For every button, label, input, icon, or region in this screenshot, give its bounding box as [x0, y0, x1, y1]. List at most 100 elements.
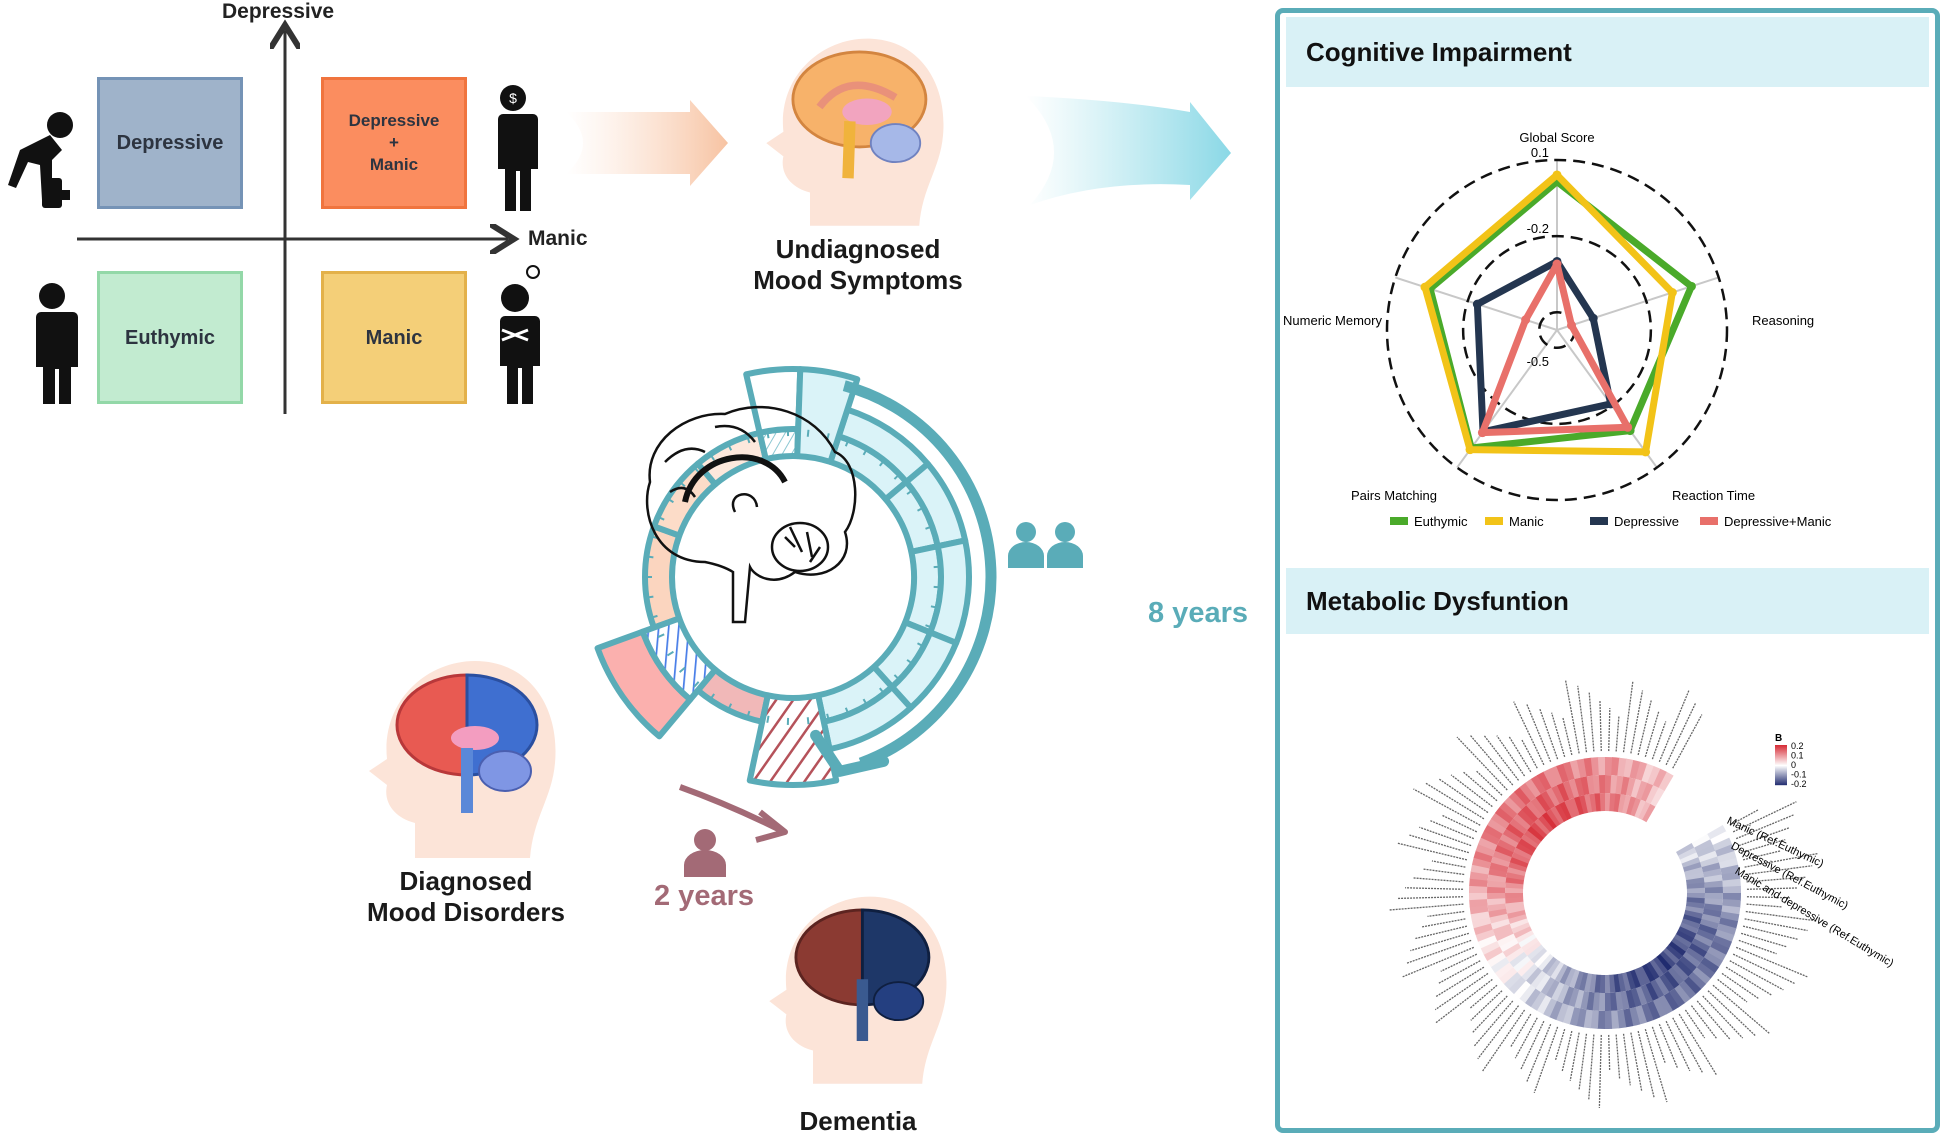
radar-point [1641, 447, 1650, 456]
ring-tick [808, 430, 809, 437]
radar-axis-label: Pairs Matching [1351, 488, 1437, 503]
heatmap-variable-label [1441, 954, 1477, 971]
heatmap-variable-label [1741, 933, 1787, 947]
cognitive-header: Cognitive Impairment [1286, 17, 1929, 87]
heatmap-variable-label [1589, 693, 1594, 752]
heatmap-variable-label [1398, 843, 1467, 860]
heatmap-cell [1604, 975, 1610, 993]
heatmap-variable-label [1563, 718, 1572, 755]
radar-point [1473, 300, 1482, 309]
heatmap-variable-label [1645, 711, 1659, 757]
undiagnosed-head-brain-icon [766, 39, 943, 226]
heatmap-variable-label [1609, 708, 1610, 751]
heatmap-variable-label [1631, 690, 1643, 753]
legend-swatch [1390, 517, 1408, 525]
heatmap-variable-label [1423, 869, 1465, 874]
heatmap-variable-label [1708, 991, 1756, 1036]
heatmap-variable-label [1638, 700, 1651, 754]
heatmap-variable-label [1515, 1018, 1537, 1058]
heatmap-variable-label [1540, 708, 1558, 759]
legend-label: Depressive+Manic [1724, 514, 1832, 529]
heatmap-variable-label [1745, 919, 1808, 931]
heatmap-legend-tick: 0 [1791, 760, 1796, 770]
heatmap-variable-label [1679, 1014, 1716, 1075]
undiagnosed-label: Undiagnosed Mood Symptoms [708, 234, 1008, 296]
heatmap-variable-label [1471, 736, 1513, 785]
heatmap-variable-label [1413, 789, 1480, 825]
heatmap-variable-label [1666, 1021, 1690, 1071]
cognitive-title: Cognitive Impairment [1306, 37, 1572, 68]
heatmap-row-label: Manic and depressive (Ref.Euthymic) [1733, 865, 1896, 969]
heatmap-variable-label [1457, 737, 1507, 790]
timeline-ring [598, 369, 991, 785]
diagnosed-label: Diagnosed Mood Disorders [316, 866, 616, 928]
heatmap-variable-label [1565, 680, 1579, 754]
heatmap-variable-label [1435, 973, 1488, 1009]
radar-tick-label: -0.5 [1527, 354, 1549, 369]
short-transition-arrow [680, 787, 780, 830]
ring-tick [646, 597, 653, 598]
heatmap-variable-label [1718, 979, 1747, 1002]
radar-axis-label: Reasoning [1752, 313, 1814, 328]
legend-label: Manic [1509, 514, 1544, 529]
heatmap-cell [1600, 793, 1606, 811]
heatmap-variable-label [1616, 717, 1619, 752]
dementia-label: Dementia [758, 1106, 958, 1137]
dementia-head-brain-icon [769, 897, 946, 1084]
arrow-to-outcomes [1026, 96, 1231, 205]
heatmap-variable-label [1414, 878, 1464, 882]
heatmap-variable-label [1438, 961, 1480, 984]
legend-label: Depressive [1614, 514, 1679, 529]
legend-swatch [1485, 517, 1503, 525]
ring-block-top [746, 369, 800, 433]
radar-point [1687, 282, 1696, 291]
heatmap-variable-label [1408, 835, 1468, 853]
radar-point [1466, 445, 1475, 454]
heatmap-cell [1598, 757, 1606, 775]
heatmap-variable-label [1722, 973, 1759, 998]
heatmap-legend-tick: 0.2 [1791, 741, 1804, 751]
ring-tick [767, 716, 768, 723]
radar-point [1553, 260, 1562, 269]
heatmap-variable-label [1432, 861, 1465, 867]
heatmap-legend-title: B [1775, 733, 1782, 744]
heatmap-variable-label [1743, 926, 1797, 939]
heatmap-cell [1604, 1011, 1612, 1029]
heatmap-variable-label [1645, 1029, 1667, 1102]
heatmap-legend-tick: -0.2 [1791, 779, 1807, 789]
metabolic-title: Metabolic Dysfuntion [1306, 586, 1569, 617]
heatmap-cell [1599, 775, 1606, 793]
radar-point [1567, 321, 1576, 330]
single-person-icon [684, 829, 726, 877]
ring-tick [646, 556, 653, 557]
heatmap-cell [1705, 887, 1723, 894]
heatmap-variable-label [1442, 815, 1477, 832]
heatmap-variable-label [1419, 827, 1471, 845]
heatmap-variable-label [1579, 1034, 1586, 1091]
legend-swatch [1700, 517, 1718, 525]
heatmap-cell [1723, 886, 1741, 894]
heatmap-variable-label [1521, 1021, 1544, 1070]
short-duration-label: 2 years [654, 880, 754, 913]
radar-axis-label: Global Score [1519, 130, 1594, 145]
heatmap-variable-label [1430, 821, 1473, 839]
metabolic-header: Metabolic Dysfuntion [1286, 568, 1929, 634]
radar-point [1668, 288, 1677, 297]
radar-point [1478, 428, 1487, 437]
radar-point [1421, 283, 1430, 292]
radar-axis-label: Reaction Time [1672, 488, 1755, 503]
heatmap-variable-label [1578, 686, 1587, 752]
heatmap-cell [1469, 892, 1487, 900]
heatmap-legend-bar [1775, 784, 1787, 785]
heatmap-variable-label [1555, 1029, 1564, 1061]
heatmap-variable-label [1691, 1006, 1717, 1039]
heatmap-cell [1487, 892, 1505, 899]
heatmap-variable-label [1405, 888, 1463, 890]
heatmap-variable-label [1589, 1035, 1594, 1100]
ring-tick [931, 546, 938, 547]
radar-point [1589, 314, 1598, 323]
heatmap-variable-label [1482, 1010, 1524, 1072]
radar-tick-label: -0.2 [1527, 221, 1549, 236]
